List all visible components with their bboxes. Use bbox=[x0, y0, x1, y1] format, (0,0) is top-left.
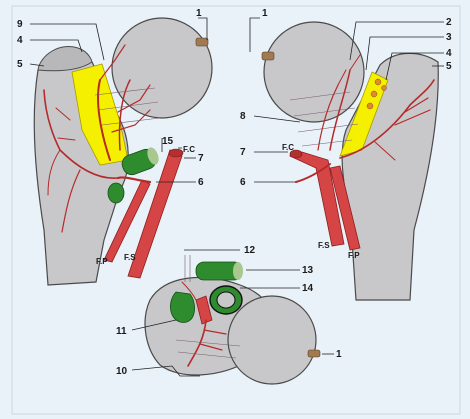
label-5-right: 5 bbox=[446, 61, 452, 72]
left-ligamentum-teres bbox=[196, 38, 208, 46]
label-fc-right: F.C bbox=[282, 143, 294, 152]
label-1-right: 1 bbox=[262, 8, 268, 19]
label-1-bottom: 1 bbox=[336, 349, 342, 360]
label-6-right: 6 bbox=[240, 177, 246, 188]
label-12: 12 bbox=[244, 245, 256, 256]
label-14: 14 bbox=[302, 283, 314, 294]
label-6-left: 6 bbox=[198, 177, 204, 188]
label-9: 9 bbox=[17, 19, 23, 30]
bottom-femoral-head bbox=[228, 296, 316, 384]
right-ligamentum-teres bbox=[262, 52, 274, 60]
label-3: 3 bbox=[446, 32, 452, 43]
label-13: 13 bbox=[302, 265, 314, 276]
label-fc-left: F.C bbox=[183, 145, 195, 154]
label-7-right: 7 bbox=[240, 147, 246, 158]
label-fs-left: F.S bbox=[124, 253, 136, 262]
label-7-left: 7 bbox=[198, 153, 204, 164]
left-cartilage-lower bbox=[108, 183, 124, 203]
label-fs-right: F.S bbox=[318, 241, 330, 250]
label-fp-right: F.P bbox=[348, 251, 360, 260]
label-11: 11 bbox=[116, 326, 127, 337]
bottom-cartilage-cylinder bbox=[196, 262, 243, 280]
label-2: 2 bbox=[446, 17, 452, 28]
left-femoral-head bbox=[112, 18, 212, 118]
bottom-ligamentum-teres bbox=[308, 350, 320, 357]
label-fp-left: F.P bbox=[96, 257, 108, 266]
label-1-left: 1 bbox=[196, 8, 202, 19]
label-8: 8 bbox=[240, 111, 246, 122]
label-15: 15 bbox=[162, 136, 174, 147]
label-10: 10 bbox=[116, 366, 128, 377]
label-4-right: 4 bbox=[446, 48, 452, 59]
label-5-left: 5 bbox=[17, 59, 23, 70]
label-4-left: 4 bbox=[17, 35, 23, 46]
